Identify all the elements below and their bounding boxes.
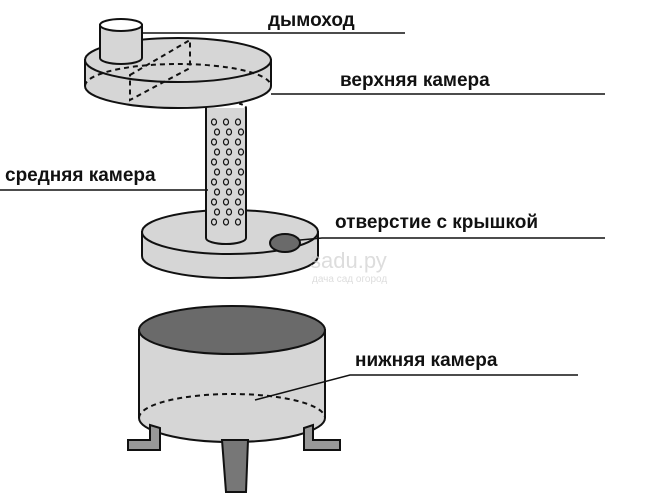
label-hole-with-lid: отверстие с крышкой bbox=[335, 212, 538, 233]
perforation-hole bbox=[237, 128, 245, 136]
lower-chamber bbox=[127, 305, 341, 493]
label-upper-chamber: верхняя камера bbox=[340, 70, 490, 91]
perforation-hole bbox=[237, 148, 245, 156]
perforation-hole bbox=[237, 168, 245, 176]
leader-lines bbox=[0, 32, 605, 401]
label-middle-chamber: средняя камера bbox=[5, 165, 156, 186]
perforation-hole bbox=[222, 158, 230, 166]
perforation-hole bbox=[213, 148, 221, 156]
perforation-hole bbox=[237, 208, 245, 216]
perforation-hole bbox=[210, 218, 218, 226]
perforation-hole bbox=[234, 118, 242, 126]
perforation-hole bbox=[222, 218, 230, 226]
middle-chamber-tube bbox=[205, 101, 247, 245]
perforation-hole bbox=[234, 158, 242, 166]
perforation-hole bbox=[210, 178, 218, 186]
perforation-hole bbox=[234, 198, 242, 206]
perforation-hole bbox=[210, 118, 218, 126]
perforation-hole bbox=[234, 218, 242, 226]
label-chimney: дымоход bbox=[268, 10, 355, 31]
chimney bbox=[99, 18, 143, 65]
lid bbox=[269, 233, 301, 253]
perforation-hole bbox=[234, 178, 242, 186]
perforation-hole bbox=[225, 208, 233, 216]
perforation-hole bbox=[213, 128, 221, 136]
perforation-hole bbox=[234, 138, 242, 146]
watermark-site: sadu.ру bbox=[310, 248, 387, 273]
perforation-hole bbox=[237, 188, 245, 196]
perforation-hole bbox=[225, 148, 233, 156]
perforation-hole bbox=[213, 168, 221, 176]
perforation-hole bbox=[213, 208, 221, 216]
watermark-tagline: дача сад огород bbox=[312, 274, 387, 285]
label-lower-chamber: нижняя камера bbox=[355, 350, 498, 371]
perforation-hole bbox=[225, 168, 233, 176]
perforation-hole bbox=[225, 128, 233, 136]
perforation-hole bbox=[222, 118, 230, 126]
perforation-hole bbox=[222, 198, 230, 206]
perforation-hole bbox=[222, 178, 230, 186]
perforation-hole bbox=[225, 188, 233, 196]
perforation-hole bbox=[222, 138, 230, 146]
perforation-hole bbox=[210, 158, 218, 166]
perforation-hole bbox=[210, 138, 218, 146]
perforation-hole bbox=[210, 198, 218, 206]
perforation-hole bbox=[213, 188, 221, 196]
